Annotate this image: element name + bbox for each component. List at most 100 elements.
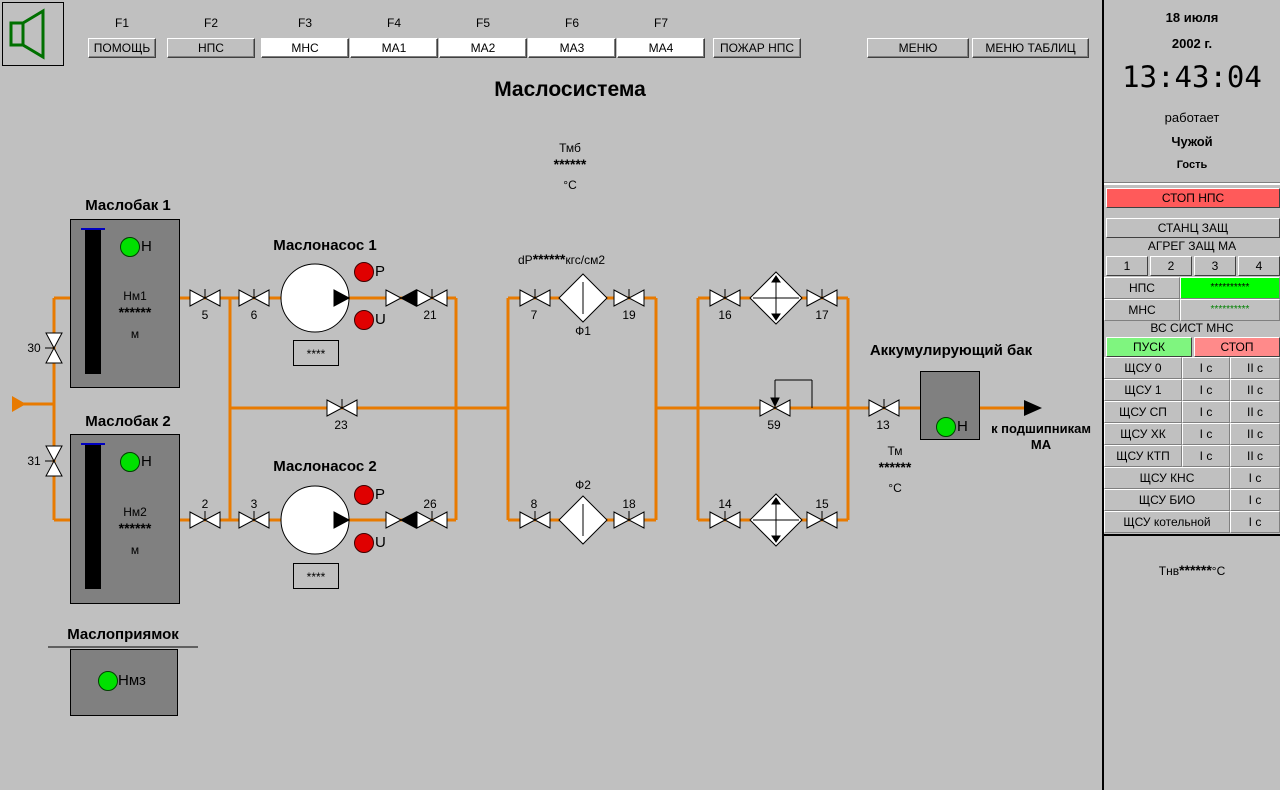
accum-h-label: Н xyxy=(957,418,968,435)
shsu-row-sec1[interactable]: I с xyxy=(1230,467,1280,489)
pit-title: Маслоприямок xyxy=(67,626,179,643)
tank1-h-indicator xyxy=(120,237,140,257)
pump2-title: Маслонасос 2 xyxy=(273,458,377,475)
station-protection-button[interactable]: СТАНЦ ЗАЩ xyxy=(1106,218,1280,238)
pump1-code: **** xyxy=(293,340,339,366)
shsu-row-name: ЩСУ 1 xyxy=(1104,379,1182,401)
shsu-row-sec1[interactable]: I с xyxy=(1182,379,1230,401)
stop-button[interactable]: СТОП xyxy=(1194,337,1280,357)
fire-nps-button[interactable]: ПОЖАР НПС xyxy=(713,38,801,58)
ma2-button[interactable]: МА2 xyxy=(439,38,527,58)
pump1[interactable] xyxy=(281,264,349,332)
shsu-row-sec2[interactable]: II с xyxy=(1230,401,1280,423)
tank1-level-value: ****** xyxy=(118,304,152,320)
oil-pit[interactable] xyxy=(70,649,178,716)
ma4-button[interactable]: МА4 xyxy=(617,38,705,58)
menu-button[interactable]: МЕНЮ xyxy=(867,38,969,58)
valve-13[interactable]: 13 xyxy=(876,418,890,432)
ma3-button[interactable]: МА3 xyxy=(528,38,616,58)
shsu-row-sec1[interactable]: I с xyxy=(1230,511,1280,533)
valve-14[interactable]: 14 xyxy=(718,497,732,511)
aggr-1-button[interactable]: 1 xyxy=(1106,256,1148,276)
shsu-row-sec1[interactable]: I с xyxy=(1182,423,1230,445)
pump1-p-indicator xyxy=(354,262,374,282)
mns-button[interactable]: МНС xyxy=(261,38,349,58)
valve-2[interactable]: 2 xyxy=(201,497,209,511)
valve-30[interactable]: 30 xyxy=(27,341,41,355)
aggr-3-button[interactable]: 3 xyxy=(1194,256,1236,276)
shsu-row-name: ЩСУ КНС xyxy=(1104,467,1230,489)
mns-value: ********** xyxy=(1180,299,1280,321)
valve-3[interactable]: 3 xyxy=(250,497,258,511)
stop-nps-button[interactable]: СТОП НПС xyxy=(1106,188,1280,208)
valve-17[interactable]: 17 xyxy=(815,308,829,322)
shsu-row-sec2[interactable]: II с xyxy=(1230,379,1280,401)
dp-readout: dP******кгс/см2 xyxy=(518,251,605,267)
shsu-row-name: ЩСУ СП xyxy=(1104,401,1182,423)
tmb-value: ****** xyxy=(553,156,587,172)
shsu-row-sec1[interactable]: I с xyxy=(1230,489,1280,511)
menu-tables-button[interactable]: МЕНЮ ТАБЛИЦ xyxy=(972,38,1089,58)
date-label: 18 июля xyxy=(1165,10,1219,25)
pump1-title: Маслонасос 1 xyxy=(273,237,377,254)
speaker-icon[interactable] xyxy=(2,2,64,66)
dp-unit: кгс/см2 xyxy=(565,253,606,267)
valve-15[interactable]: 15 xyxy=(815,497,829,511)
tank1-h-label: Н xyxy=(141,238,152,255)
fkey-label: F6 xyxy=(564,16,579,30)
shsu-row-sec2[interactable]: II с xyxy=(1230,445,1280,467)
aggr-4-button[interactable]: 4 xyxy=(1238,256,1280,276)
valve-21[interactable]: 21 xyxy=(423,308,437,322)
valve-23[interactable]: 23 xyxy=(334,418,348,432)
vs-system-label: ВС СИСТ МНС xyxy=(1150,321,1234,335)
filter-1-label[interactable]: Ф1 xyxy=(575,324,591,338)
fkey-label: F2 xyxy=(203,16,218,30)
help-button[interactable]: ПОМОЩЬ xyxy=(88,38,156,58)
year-label: 2002 г. xyxy=(1171,36,1213,51)
tmb-label: Тмб xyxy=(559,141,581,155)
valve-26[interactable]: 26 xyxy=(423,497,437,511)
status-label: работает xyxy=(1164,110,1220,125)
aggr-2-button[interactable]: 2 xyxy=(1150,256,1192,276)
valve-8[interactable]: 8 xyxy=(530,497,538,511)
tm-label: Тм xyxy=(887,444,903,458)
valve-16[interactable]: 16 xyxy=(718,308,732,322)
nps-value: ********** xyxy=(1180,277,1280,299)
valve-5[interactable]: 5 xyxy=(201,308,209,322)
shsu-row-sec1[interactable]: I с xyxy=(1182,445,1230,467)
valve-18[interactable]: 18 xyxy=(622,497,636,511)
filter-2-label[interactable]: Ф2 xyxy=(575,478,591,492)
role-label: Гость xyxy=(1176,159,1208,171)
nps-label: НПС xyxy=(1104,277,1180,299)
valve-6[interactable]: 6 xyxy=(250,308,258,322)
shsu-row-sec2[interactable]: II с xyxy=(1230,423,1280,445)
nps-button[interactable]: НПС xyxy=(167,38,255,58)
ma1-button[interactable]: МА1 xyxy=(350,38,438,58)
valve-7[interactable]: 7 xyxy=(530,308,538,322)
shsu-row-name: ЩСУ котельной xyxy=(1104,511,1230,533)
shsu-row-name: ЩСУ БИО xyxy=(1104,489,1230,511)
valve-31[interactable]: 31 xyxy=(27,454,41,468)
pit-h-label: Нмз xyxy=(118,672,146,689)
divider xyxy=(1104,534,1280,536)
dp-label: dP xyxy=(518,253,533,267)
valve-59[interactable]: 59 xyxy=(767,418,781,432)
user-label: Чужой xyxy=(1171,134,1213,149)
start-button[interactable]: ПУСК xyxy=(1106,337,1192,357)
aggr-protection-label: АГРЕГ ЗАЩ МА xyxy=(1147,239,1237,253)
pump2-p-label: P xyxy=(375,486,386,503)
mns-label: МНС xyxy=(1104,299,1180,321)
valve-19[interactable]: 19 xyxy=(622,308,636,322)
tank1-level-unit: м xyxy=(130,327,140,341)
accum-h-indicator xyxy=(936,417,956,437)
tnv-unit: °C xyxy=(1211,564,1226,578)
shsu-row-sec2[interactable]: II с xyxy=(1230,357,1280,379)
shsu-row-sec1[interactable]: I с xyxy=(1182,401,1230,423)
shsu-row-sec1[interactable]: I с xyxy=(1182,357,1230,379)
pump1-u-indicator xyxy=(354,310,374,330)
accum-title: Аккумулирующий бак xyxy=(869,342,1033,359)
pump2[interactable] xyxy=(281,486,349,554)
pump1-u-label: U xyxy=(375,311,386,328)
tank1-level-marker xyxy=(81,228,105,230)
tmb-unit: °C xyxy=(563,178,577,192)
